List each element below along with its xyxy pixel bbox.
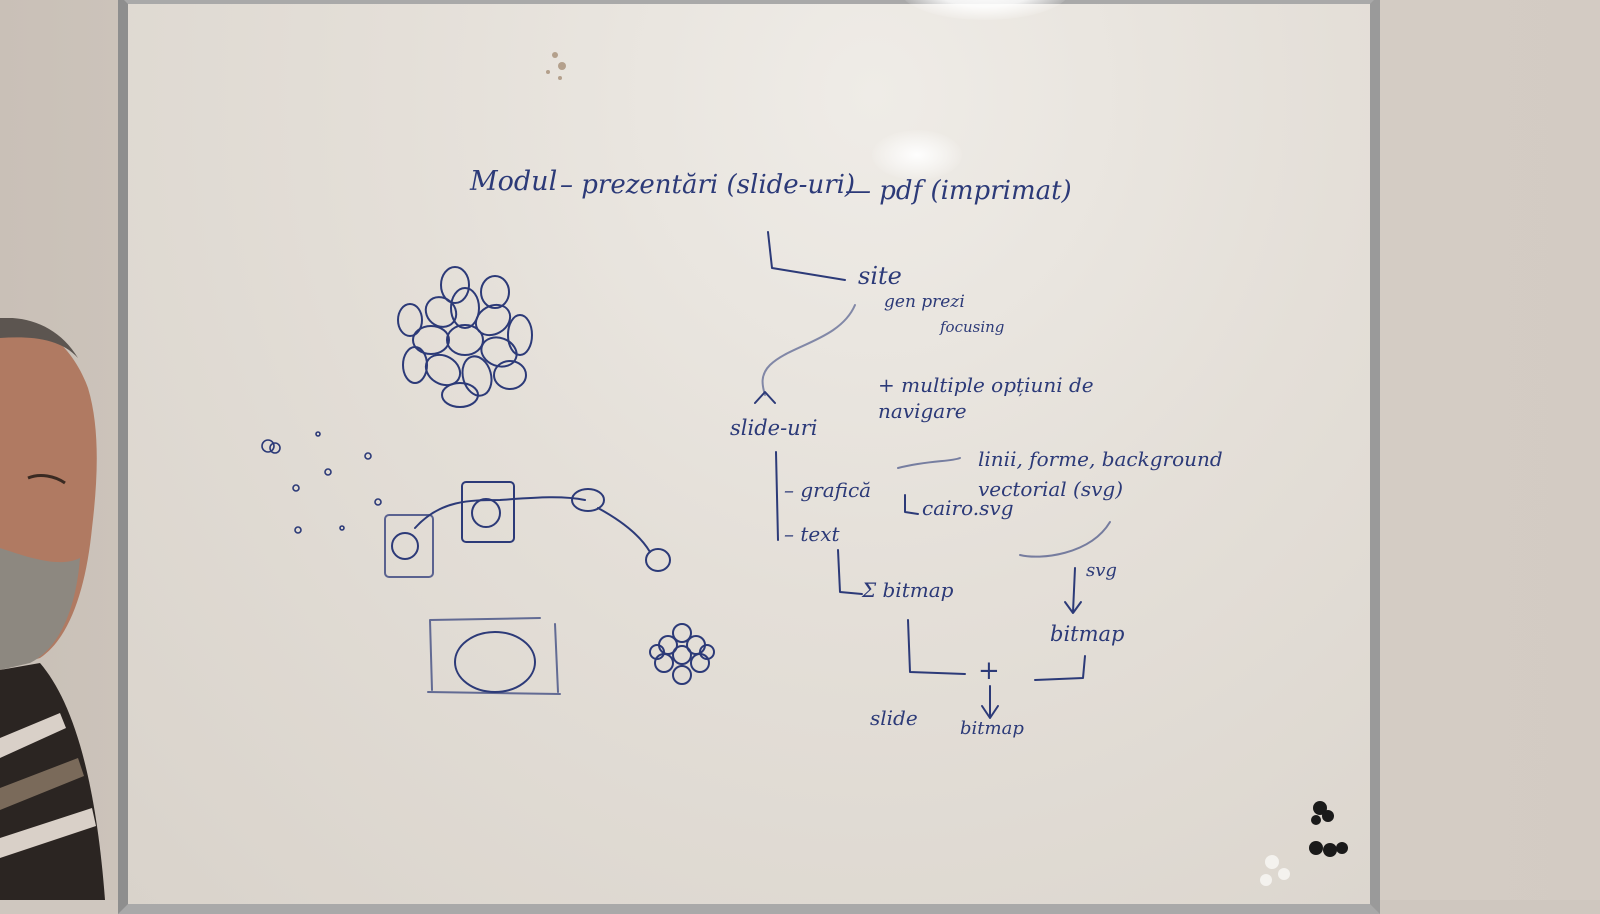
- whiteboard: [118, 0, 1380, 914]
- title-left: Modul: [470, 166, 558, 197]
- title-right: — pdf (imprimat): [845, 176, 1072, 206]
- zoom-path-sketch: [384, 481, 671, 578]
- site-note-2: focusing: [940, 318, 1005, 336]
- flower-large-sketch: [397, 266, 533, 408]
- connector-site-to-slides: [761, 304, 856, 396]
- text-branch: [837, 549, 863, 595]
- person-partial: [0, 318, 105, 900]
- svg-label: svg: [1086, 560, 1117, 581]
- slides-item-graphics: – grafică: [784, 478, 872, 502]
- vector-curve: [1019, 521, 1111, 558]
- scatter-dots-sketch: [261, 431, 382, 534]
- framed-oval-sketch: [427, 617, 561, 695]
- slides-label: slide-uri: [730, 416, 818, 440]
- light-reflection: [872, 130, 962, 180]
- vector-note: linii, forme, background vectorial (svg): [978, 447, 1223, 501]
- flower-small-sketch: [649, 623, 715, 685]
- site-note-1: gen prezi: [884, 292, 965, 312]
- board-stain: [546, 52, 566, 80]
- svg-arrow: [1064, 567, 1082, 614]
- sum-bitmap-label: Σ bitmap: [862, 578, 954, 602]
- slides-tree-line: [775, 451, 779, 541]
- slides-item-text: – text: [784, 522, 840, 546]
- result-slide-label: slide: [870, 706, 918, 730]
- title-middle: – prezentări (slide-uri): [560, 170, 856, 200]
- connector-to-site: [767, 231, 846, 281]
- cairo-note: cairo.svg: [922, 496, 1014, 520]
- bitmap-right-label: bitmap: [1050, 622, 1125, 646]
- result-arrow: [981, 685, 999, 719]
- navigation-note: + multiple opțiuni de navigare: [878, 373, 1094, 423]
- ceiling-light-glare: [900, 0, 1070, 20]
- plus-sign: +: [978, 656, 1000, 686]
- white-magnets: [1260, 855, 1290, 886]
- sum-down-line: [907, 619, 966, 675]
- brace: [897, 457, 961, 469]
- result-bitmap-label: bitmap: [960, 718, 1024, 739]
- bitmap-down-line: [1034, 655, 1086, 681]
- cairo-hook: [904, 494, 919, 515]
- site-label: site: [858, 262, 902, 290]
- arrow-up-head: [754, 391, 776, 404]
- magnets: [1309, 801, 1348, 857]
